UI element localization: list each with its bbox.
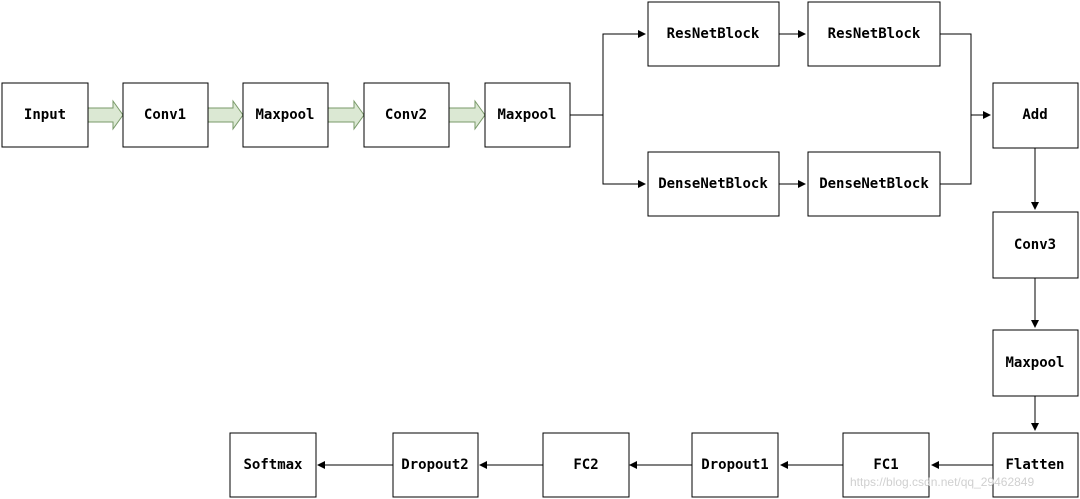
node-conv1: Conv1 [122,82,209,148]
node-maxpool-2: Maxpool [484,82,571,148]
node-densenetblock-2: DenseNetBlock [807,151,941,217]
node-add-label: Add [1022,107,1047,123]
connector-maxpool-to-resnet [570,30,646,116]
node-conv3-label: Conv3 [1014,237,1056,253]
node-fc1-label: FC1 [873,457,898,473]
node-flatten: Flatten [992,432,1079,498]
node-input-label: Input [24,107,66,123]
node-maxpool-3-label: Maxpool [1005,355,1064,371]
connectors [317,30,1039,469]
node-conv1-label: Conv1 [144,107,186,123]
node-conv2: Conv2 [363,82,450,148]
node-resnetblock-1-label: ResNetBlock [667,26,760,42]
node-densenetblock-1: DenseNetBlock [647,151,780,217]
node-dropout2-label: Dropout2 [401,457,468,473]
node-dropout1-label: Dropout1 [701,457,768,473]
node-flatten-label: Flatten [1005,457,1064,473]
node-conv3: Conv3 [992,211,1079,279]
block-arrow-input-conv1 [87,99,124,131]
node-maxpool-1-label: Maxpool [255,107,314,123]
node-resnetblock-1: ResNetBlock [647,1,780,67]
node-fc1: FC1 [842,432,930,498]
node-conv2-label: Conv2 [385,107,427,123]
node-dropout1: Dropout1 [691,432,779,498]
node-softmax-label: Softmax [243,457,303,473]
node-densenetblock-1-label: DenseNetBlock [658,176,768,192]
node-input: Input [1,82,89,148]
node-densenetblock-2-label: DenseNetBlock [819,176,929,192]
node-maxpool-2-label: Maxpool [497,107,556,123]
connector-densenet2-to-add [940,115,972,185]
block-arrow-maxpool-conv2 [327,99,365,131]
watermark-text: https://blog.csdn.net/qq_29462849 [850,475,1034,489]
node-fc2-label: FC2 [573,457,598,473]
block-arrows [87,99,486,131]
connector-maxpool-to-densenet [602,115,646,188]
node-maxpool-3: Maxpool [992,329,1079,397]
node-maxpool-1: Maxpool [242,82,329,148]
node-softmax: Softmax [229,432,317,498]
block-arrow-conv2-maxpool [448,99,486,131]
node-resnetblock-2: ResNetBlock [807,1,941,67]
node-dropout2: Dropout2 [392,432,479,498]
node-resnetblock-2-label: ResNetBlock [828,26,921,42]
connector-resnet2-to-add [940,33,991,119]
block-arrow-conv1-maxpool [207,99,244,131]
node-add: Add [992,82,1079,149]
node-fc2: FC2 [542,432,630,498]
